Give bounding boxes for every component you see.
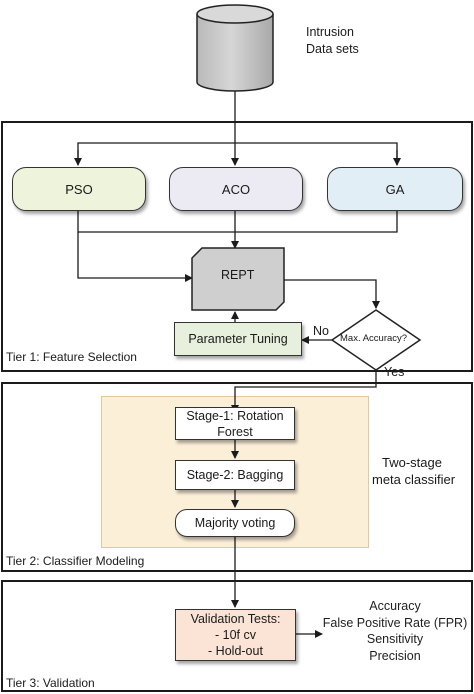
no-label: No (313, 324, 329, 338)
database-label-line1: Intrusion (306, 25, 354, 39)
aco-box: ACO (169, 167, 303, 211)
pso-box: PSO (12, 167, 146, 211)
metric-accuracy: Accuracy (369, 599, 421, 613)
tier-1-frame (1, 121, 473, 372)
tier-1-label: Tier 1: Feature Selection (6, 350, 137, 364)
metrics-list: Accuracy False Positive Rate (FPR) Sensi… (320, 598, 470, 664)
arrow-rept-to-decision (284, 279, 380, 309)
tier-2-frame (1, 382, 473, 572)
arrow-yes-to-stage1 (231, 370, 377, 413)
validation-tests-box: Validation Tests: - 10f cv - Hold-out (175, 609, 296, 661)
ga-box: GA (327, 167, 463, 211)
parameter-tuning-box: Parameter Tuning (174, 322, 302, 356)
validation-tests-line3: - Hold-out (208, 644, 263, 658)
rept-label: REPT (221, 268, 255, 282)
majority-voting-box: Majority voting (175, 509, 295, 537)
merge-line (77, 210, 398, 233)
database-cylinder-icon (196, 4, 274, 92)
distribution-bar (77, 142, 398, 165)
majority-voting-label: Majority voting (194, 516, 276, 530)
tier-3-frame (1, 580, 473, 692)
decision-label: Max. Accuracy? (340, 333, 408, 344)
metric-fpr: False Positive Rate (FPR) (322, 615, 468, 630)
aco-label: ACO (221, 181, 251, 197)
stage-2-label: Stage-2: Bagging (186, 468, 284, 482)
metric-precision: Precision (369, 648, 421, 663)
stage-2-box: Stage-2: Bagging (175, 460, 295, 490)
metric-sensitivity: Sensitivity (366, 632, 424, 646)
database-label-line2: Data sets (306, 42, 359, 56)
tier-3-label: Tier 3: Validation (6, 676, 95, 690)
tier-2-label: Tier 2: Classifier Modeling (6, 554, 145, 568)
meta-classifier-label-line2: meta classifier (372, 472, 456, 487)
stage-1-label-line2: Forest (217, 424, 253, 439)
stage-1-box: Stage-1: Rotation Forest (175, 407, 295, 440)
yes-label: Yes (384, 365, 405, 379)
ga-label: GA (385, 181, 405, 197)
arrow-pso-to-rept (77, 232, 193, 282)
stage-1-label-line1: Stage-1: Rotation (186, 408, 284, 423)
validation-tests-line2: - 10f cv (215, 628, 256, 642)
parameter-tuning-label: Parameter Tuning (188, 332, 288, 346)
pso-label: PSO (65, 181, 93, 197)
rept-shape (191, 247, 285, 311)
validation-tests-line1: Validation Tests: (190, 612, 281, 626)
meta-classifier-label-line1: Two-stage (382, 455, 442, 470)
